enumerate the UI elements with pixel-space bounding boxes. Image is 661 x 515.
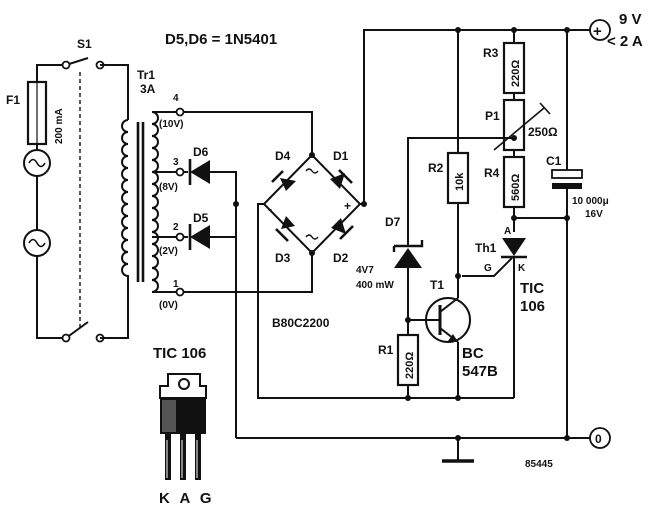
svg-text:220Ω: 220Ω bbox=[404, 352, 416, 379]
d2-label: D2 bbox=[333, 251, 349, 265]
diode-d6 bbox=[184, 159, 237, 204]
d3-label: D3 bbox=[275, 251, 291, 265]
svg-text:10k: 10k bbox=[454, 172, 466, 191]
fuse-label: F1 bbox=[6, 93, 20, 107]
output-current: < 2 A bbox=[607, 33, 643, 50]
transformer-label: Tr1 bbox=[137, 68, 155, 82]
tap-1-voltage: (0V) bbox=[159, 300, 178, 311]
figure-id: 85445 bbox=[525, 459, 553, 470]
transistor-t1 bbox=[408, 297, 471, 398]
zener-d7 bbox=[392, 225, 424, 335]
t1-label: T1 bbox=[430, 278, 444, 292]
c1-value: 10 000μ bbox=[572, 196, 609, 207]
r3-label: R3 bbox=[483, 46, 499, 60]
mains-input: S1 F1 200 mA bbox=[6, 37, 129, 343]
svg-text:0: 0 bbox=[595, 432, 602, 446]
c1-label: C1 bbox=[546, 154, 562, 168]
r1-label: R1 bbox=[378, 343, 394, 357]
resistor-r3: 220Ω bbox=[502, 41, 526, 95]
d1-label: D1 bbox=[333, 149, 349, 163]
r2-label: R2 bbox=[428, 161, 444, 175]
output-voltage: 9 V bbox=[619, 11, 642, 28]
th1-part2: 106 bbox=[520, 298, 545, 315]
thyristor-th1 bbox=[462, 238, 527, 398]
c1-voltage: 16V bbox=[585, 209, 603, 220]
tap-4-number: 4 bbox=[173, 93, 179, 104]
tap-2-number: 2 bbox=[173, 222, 179, 233]
bridge-minus: - bbox=[268, 202, 272, 216]
svg-text:+: + bbox=[593, 23, 602, 40]
resistor-r1: 220Ω bbox=[396, 333, 420, 387]
tap-1-number: 1 bbox=[173, 279, 179, 290]
transformer-rating: 3A bbox=[140, 82, 156, 96]
capacitor-c1 bbox=[551, 169, 583, 189]
p1-value: 250Ω bbox=[528, 125, 558, 139]
switch-label: S1 bbox=[77, 37, 92, 51]
svg-text:560Ω: 560Ω bbox=[510, 174, 522, 201]
transformer-tr1: Tr1 3A 4 (10V) 3 (8V) 2 (2V) 1 (0V) bbox=[121, 68, 185, 311]
th1-part: TIC bbox=[520, 280, 544, 297]
bridge-part: B80C2200 bbox=[272, 316, 330, 330]
fuse-f1 bbox=[26, 80, 48, 146]
tap-3-voltage: (8V) bbox=[159, 182, 178, 193]
tap-2-voltage: (2V) bbox=[159, 246, 178, 257]
package-title: TIC 106 bbox=[153, 345, 206, 362]
svg-text:220Ω: 220Ω bbox=[510, 60, 522, 87]
bridge-rectifier bbox=[262, 152, 362, 256]
tap-3-number: 3 bbox=[173, 157, 179, 168]
th1-anode: A bbox=[504, 226, 511, 237]
r4-label: R4 bbox=[484, 166, 500, 180]
package-pins: K A G bbox=[159, 490, 215, 507]
d6-label: D6 bbox=[193, 145, 209, 159]
zero-terminal: 0 bbox=[589, 427, 611, 449]
tap-4-voltage: (10V) bbox=[159, 119, 183, 130]
diode-note: D5,D6 = 1N5401 bbox=[165, 31, 277, 48]
ac-source-icon bbox=[23, 229, 51, 257]
th1-label: Th1 bbox=[475, 241, 497, 255]
th1-gate: G bbox=[484, 263, 492, 274]
fuse-rating: 200 mA bbox=[54, 108, 65, 144]
zener-voltage: 4V7 bbox=[356, 265, 374, 276]
resistor-r2: 10k bbox=[446, 151, 470, 205]
d4-label: D4 bbox=[275, 149, 291, 163]
d5-label: D5 bbox=[193, 211, 209, 225]
p1-label: P1 bbox=[485, 109, 500, 123]
diode-d5 bbox=[184, 204, 237, 250]
t1-part2: 547B bbox=[462, 363, 498, 380]
t1-part: BC bbox=[462, 345, 484, 362]
tic106-package-icon bbox=[159, 373, 207, 480]
d7-label: D7 bbox=[385, 215, 401, 229]
bridge-plus: + bbox=[344, 199, 351, 213]
positive-terminal: + bbox=[589, 19, 611, 41]
zener-power: 400 mW bbox=[356, 280, 394, 291]
ac-source-icon bbox=[23, 149, 51, 177]
resistor-r4: 560Ω bbox=[502, 155, 526, 209]
th1-cathode: K bbox=[518, 263, 526, 274]
